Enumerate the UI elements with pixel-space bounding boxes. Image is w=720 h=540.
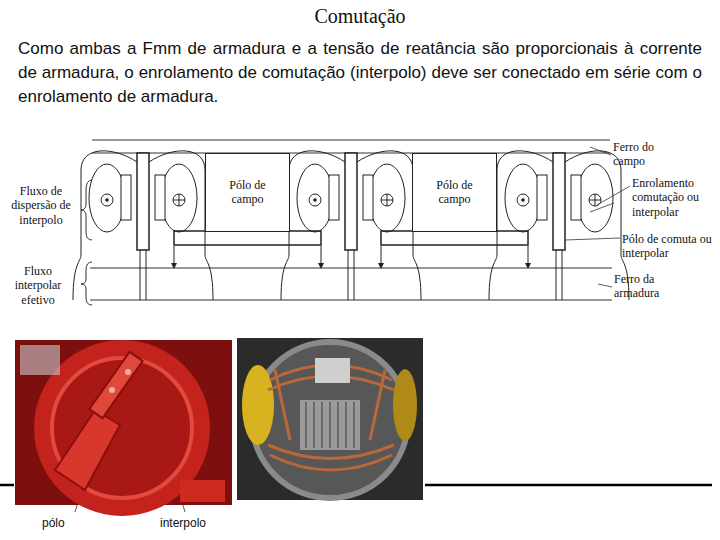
field-pole: Pólo de campo	[412, 153, 497, 232]
field-pole: Pólo de campo	[205, 153, 290, 232]
photo-label: pólo	[42, 516, 102, 530]
pole-label: Pólo de campo	[220, 179, 275, 207]
field-iron	[92, 140, 610, 153]
bracket	[81, 180, 92, 305]
part-label: Ferro da armadura	[614, 272, 684, 301]
photo-label: interpolo	[160, 516, 240, 530]
pole-label: Pólo de campo	[427, 179, 482, 207]
part-label: Fluxo de dispersão de interpolo	[2, 184, 80, 227]
rule-line	[0, 484, 712, 487]
motor-photo	[237, 338, 423, 500]
part-label: Ferro do campo	[613, 140, 673, 169]
part-label: Enrolamento comutação ou interpolar	[632, 176, 716, 219]
body-text: Como ambas a Fmm de armadura e a tensão …	[18, 37, 702, 108]
armature-iron	[90, 268, 612, 300]
title: Comutação	[0, 5, 720, 28]
part-label: Pólo de comuta ou interpolar	[622, 232, 716, 261]
part-label: Fluxo interpolar efetivo	[2, 264, 74, 307]
motor-photo	[15, 340, 232, 516]
interpole	[73, 151, 629, 300]
